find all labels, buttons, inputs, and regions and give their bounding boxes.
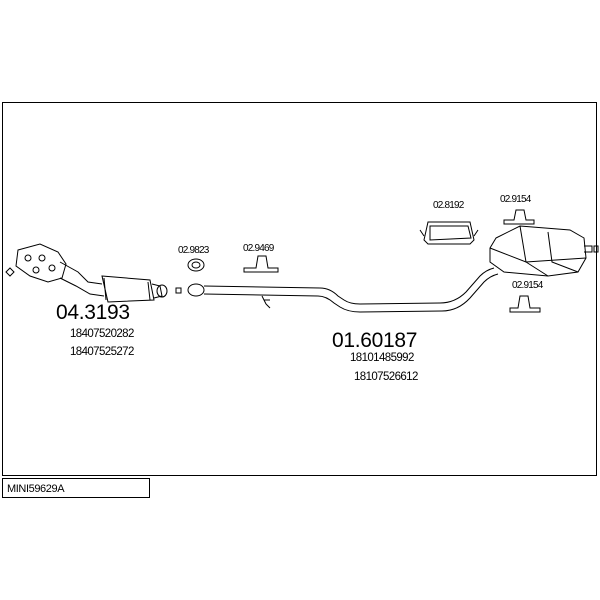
code-box: MINI59629A: [2, 478, 150, 498]
gasket-drawing: [187, 258, 205, 272]
gasket-label: 02.9823: [178, 245, 209, 256]
footer-code: MINI59629A: [7, 483, 65, 495]
diagram-frame: [2, 102, 597, 476]
clamp-drawing: [419, 221, 479, 245]
hanger-bottom-drawing: [509, 295, 541, 313]
left-part-number: 04.3193: [56, 301, 130, 324]
manifold-catalyst-drawing: [5, 243, 182, 303]
hanger-top-label: 02.9154: [500, 194, 531, 205]
left-oem-number-1: 18407520282: [70, 328, 134, 340]
main-oem-number-2: 18107526612: [354, 371, 418, 383]
main-part-number: 01.60187: [332, 329, 418, 352]
hanger-top-drawing: [503, 209, 535, 225]
hanger-mid-drawing: [243, 255, 279, 273]
middle-pipe-drawing: [187, 267, 499, 313]
rear-silencer-drawing: [489, 225, 599, 277]
hanger-mid-label: 02.9469: [243, 243, 274, 254]
hanger-bottom-label: 02.9154: [512, 280, 543, 291]
main-oem-number-1: 18101485992: [350, 352, 414, 364]
clamp-label: 02.8192: [433, 200, 464, 211]
left-oem-number-2: 18407525272: [70, 346, 134, 358]
